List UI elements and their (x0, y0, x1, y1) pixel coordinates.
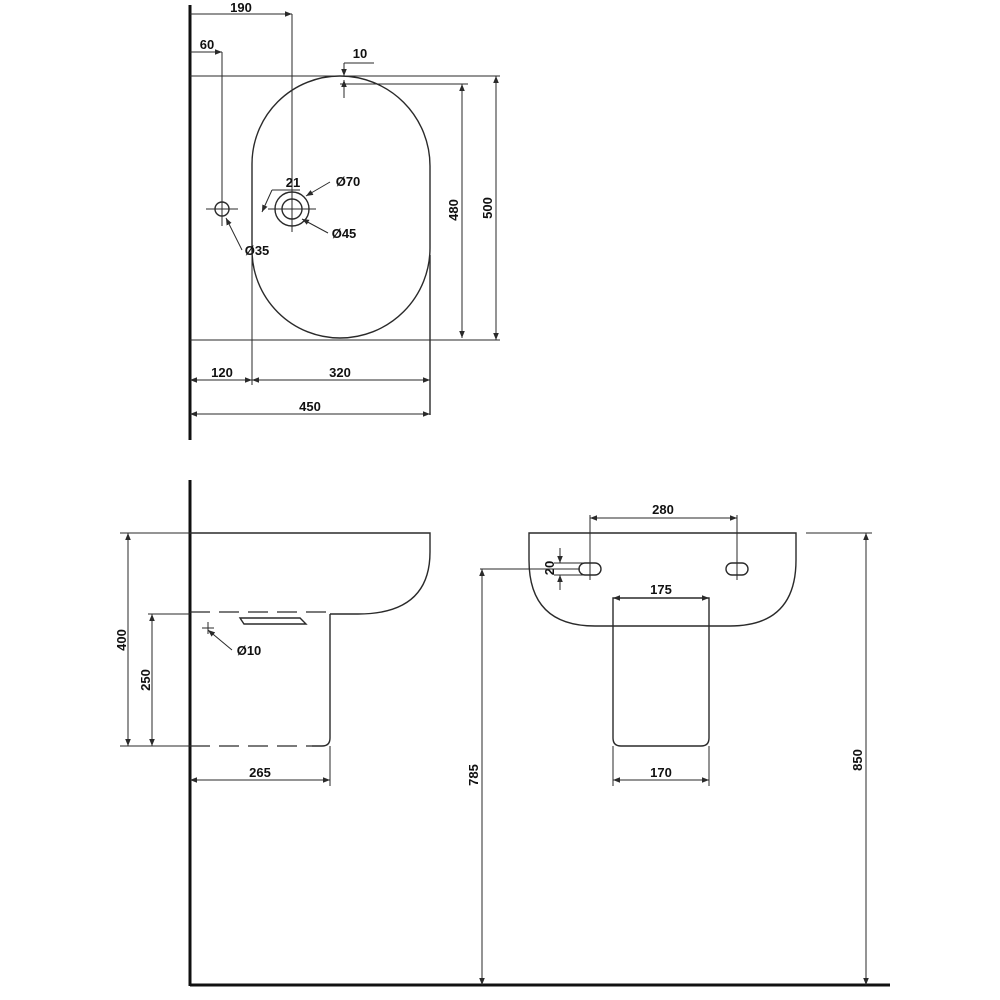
pedestal-front (612, 597, 710, 747)
front-view: 280 20 175 170 785 850 (466, 502, 872, 985)
dim-d70-label: Ø70 (336, 174, 361, 189)
dim-265-label: 265 (249, 765, 271, 780)
dim-320-label: 320 (329, 365, 351, 380)
dim-250-label: 250 (138, 669, 153, 691)
dim-d35-label: Ø35 (245, 243, 270, 258)
dim-d70-leader (305, 181, 331, 197)
dim-450-label: 450 (299, 399, 321, 414)
basin-side-profile (190, 532, 431, 615)
dim-175-label: 175 (650, 582, 672, 597)
dim-850-label: 850 (850, 749, 865, 771)
dim-400-label: 400 (114, 629, 129, 651)
dim-280-label: 280 (652, 502, 674, 517)
dim-d35-leader (225, 217, 243, 251)
plan-view: 190 60 10 21 Ø70 Ø45 Ø35 480 500 120 3 (188, 0, 500, 440)
dim-21-arrow (261, 189, 273, 213)
dim-d45-leader (301, 218, 329, 234)
dim-20-label: 20 (542, 561, 557, 575)
dim-785-label: 785 (466, 764, 481, 786)
dim-480-label: 480 (446, 199, 461, 221)
dim-d45-label: Ø45 (332, 226, 357, 241)
side-view: Ø10 400 250 265 (114, 480, 890, 987)
waste-outlet-side (238, 617, 308, 625)
dim-500-label: 500 (480, 197, 495, 219)
pedestal-side (312, 614, 331, 747)
dim-d10-label: Ø10 (237, 643, 262, 658)
dim-120-label: 120 (211, 365, 233, 380)
dim-190-label: 190 (230, 0, 252, 15)
dim-170-label: 170 (650, 765, 672, 780)
dim-60-label: 60 (200, 37, 214, 52)
basin-front-outline (528, 532, 797, 627)
dim-d10-leader (207, 629, 233, 651)
dim-21-label: 21 (286, 175, 300, 190)
dim-10-label: 10 (353, 46, 367, 61)
basin-outline-plan (251, 75, 431, 339)
